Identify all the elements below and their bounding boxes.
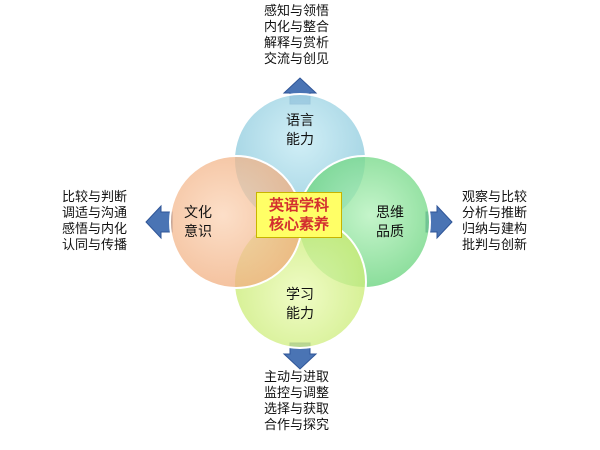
list-item: 感悟与内化 [62,222,128,237]
list-item: 内化与整合 [264,20,330,35]
center-title-line1: 英语学科 [268,196,329,214]
center-title-line2: 核心素养 [268,215,329,233]
language-label-line2: 能力 [286,132,314,148]
list-item: 批判与创新 [462,238,528,253]
list-item: 比较与判断 [62,190,128,205]
culture-label-line2: 意识 [184,224,212,240]
arrow-left-icon [145,204,173,240]
list-item: 观察与比较 [462,190,528,205]
thinking-label: 思维 品质 [368,204,412,242]
list-item: 归纳与建构 [462,222,528,237]
language-label: 语言 能力 [278,112,322,150]
list-item: 监控与调整 [264,386,330,401]
thinking-label-line2: 品质 [376,224,404,240]
center-title-box: 英语学科 核心素养 [256,192,342,238]
thinking-label-line1: 思维 [376,205,404,221]
thinking-skill-list: 观察与比较 分析与推断 归纳与建构 批判与创新 [462,190,527,254]
culture-label-line1: 文化 [184,205,212,221]
list-item: 感知与领悟 [264,4,330,19]
list-item: 主动与进取 [264,370,330,385]
language-label-line1: 语言 [286,113,314,129]
list-item: 分析与推断 [462,206,528,221]
list-item: 认同与传播 [62,238,128,253]
list-item: 交流与创见 [264,52,330,67]
list-item: 调适与沟通 [62,206,128,221]
culture-label: 文化 意识 [176,204,220,242]
learning-skill-list: 主动与进取 监控与调整 选择与获取 合作与探究 [264,370,329,434]
learning-label: 学习 能力 [278,286,322,324]
language-skill-list: 感知与领悟 内化与整合 解释与赏析 交流与创见 [264,4,329,68]
culture-skill-list: 比较与判断 调适与沟通 感悟与内化 认同与传播 [62,190,127,254]
learning-label-line1: 学习 [286,287,314,303]
learning-label-line2: 能力 [286,306,314,322]
list-item: 合作与探究 [264,418,330,433]
list-item: 解释与赏析 [264,36,330,51]
list-item: 选择与获取 [264,402,330,417]
